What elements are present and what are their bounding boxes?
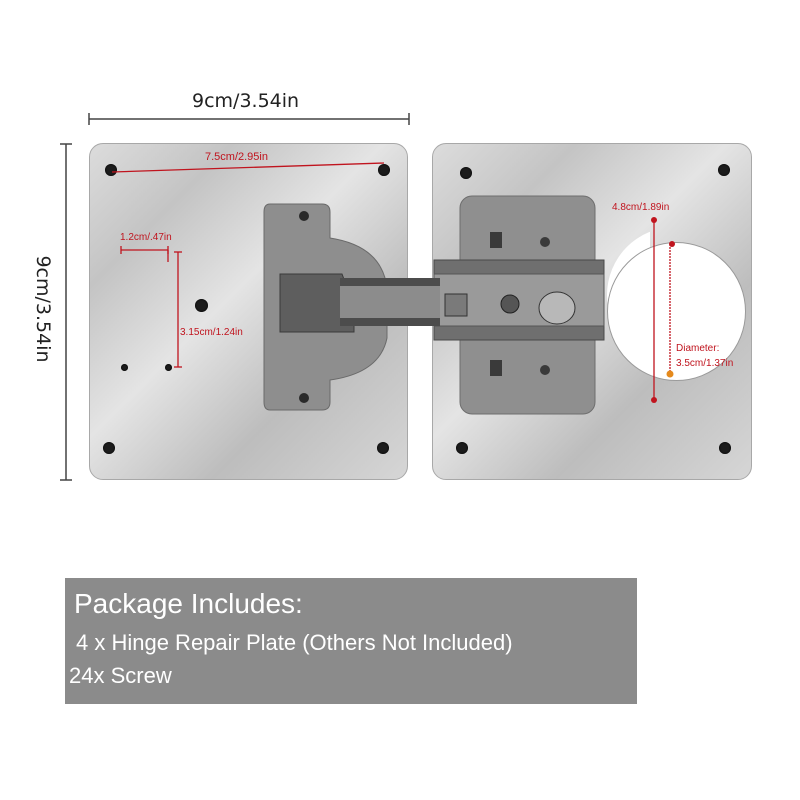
- hinge-arm-assembly: [340, 195, 650, 415]
- top-width-label: 9cm/3.54in: [192, 90, 300, 112]
- cup-cutout-hole: [607, 242, 746, 381]
- small-hole: [121, 364, 128, 371]
- corner-hole: [377, 442, 389, 454]
- hole-spacing-label: 7.5cm/2.95in: [205, 151, 268, 163]
- hole-offset-label: 4.8cm/1.89in: [612, 202, 670, 213]
- corner-hole: [718, 164, 730, 176]
- small-offset-label: 1.2cm/.47in: [120, 232, 172, 243]
- corner-hole: [456, 442, 468, 454]
- small-hole: [165, 364, 172, 371]
- package-includes-panel: Package Includes: 4 x Hinge Repair Plate…: [65, 578, 637, 704]
- side-height-line: [60, 143, 72, 481]
- top-width-line: [88, 113, 410, 125]
- hinge-cup-base: [263, 203, 388, 411]
- corner-hole: [460, 167, 472, 179]
- vertical-spacing-label: 3.15cm/1.24in: [180, 327, 243, 338]
- diameter-value: 3.5cm/1.37in: [676, 358, 734, 369]
- package-title: Package Includes:: [74, 588, 303, 619]
- package-item-plates: 4 x Hinge Repair Plate (Others Not Inclu…: [76, 630, 513, 655]
- package-item-screws: 24x Screw: [69, 663, 172, 688]
- corner-hole: [103, 442, 115, 454]
- corner-hole: [719, 442, 731, 454]
- diameter-label: Diameter:: [676, 343, 720, 354]
- mount-hole: [195, 299, 208, 312]
- corner-hole: [378, 164, 390, 176]
- corner-hole: [105, 164, 117, 176]
